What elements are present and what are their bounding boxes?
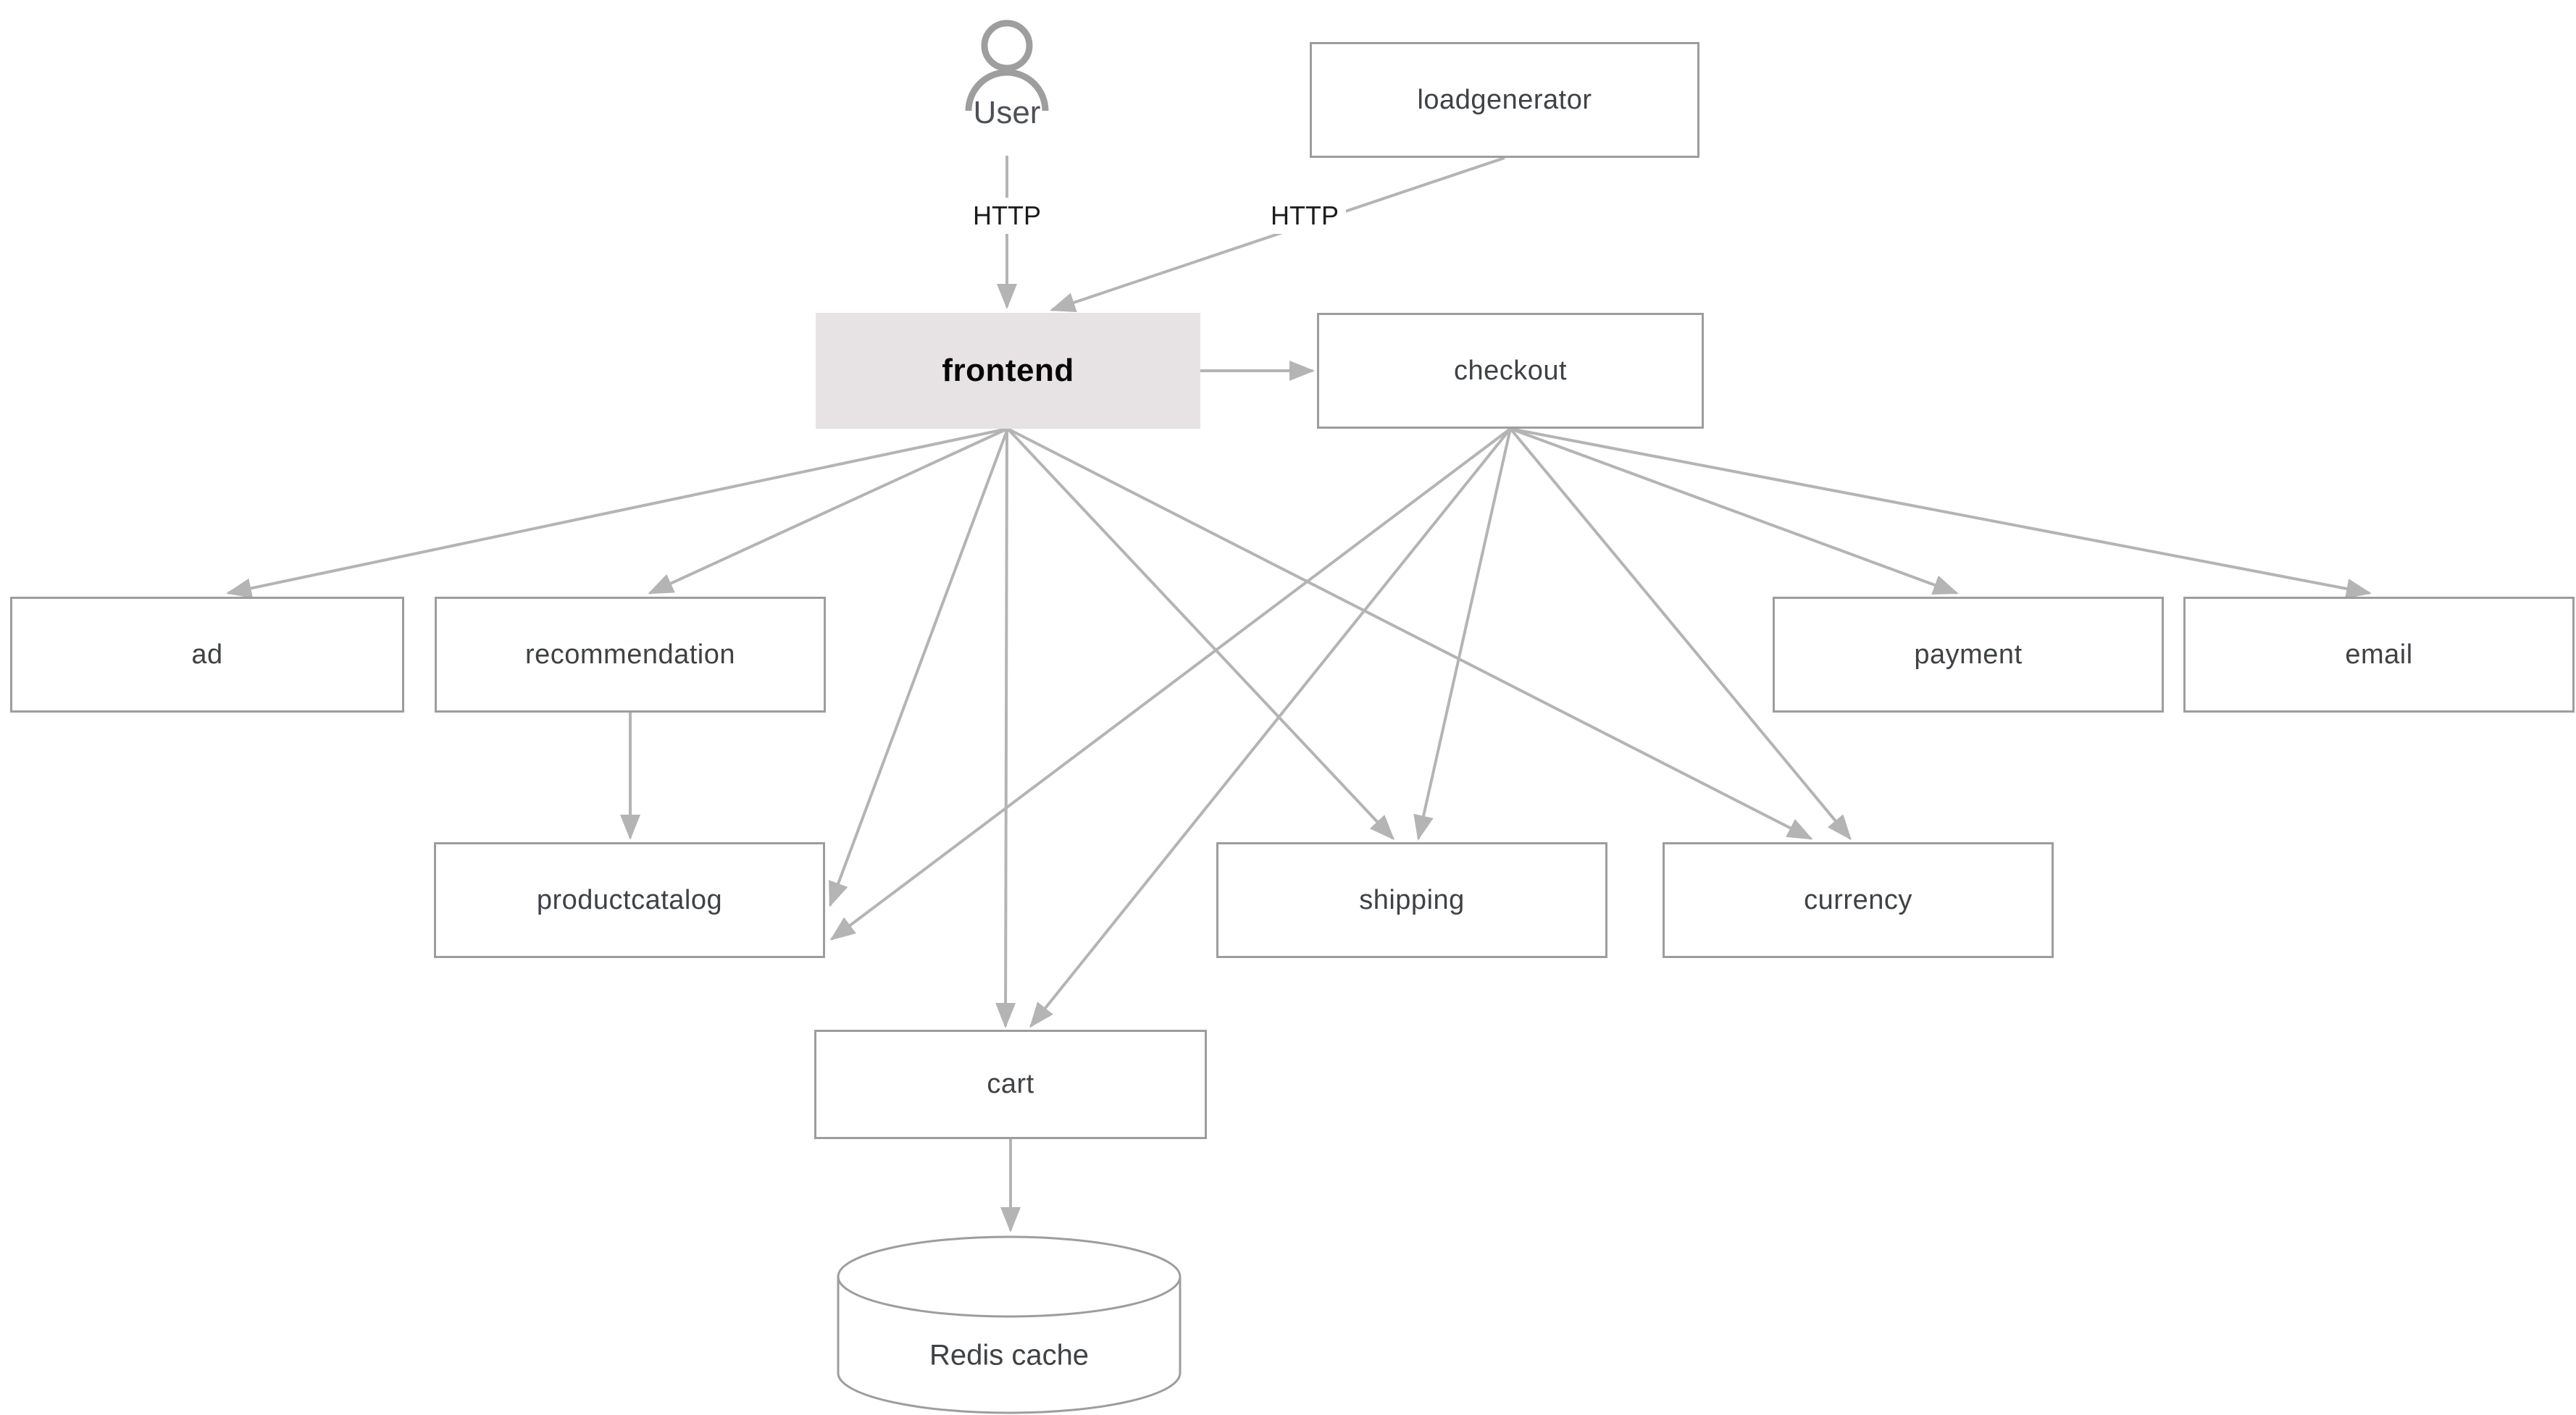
- node-payment[interactable]: payment: [1773, 597, 2164, 713]
- edge-label-loadgenerator-http: HTTP: [1263, 198, 1346, 234]
- node-cart-label: cart: [987, 1069, 1034, 1099]
- edge-frontend-shipping: [1006, 427, 1395, 841]
- node-email-label: email: [2345, 639, 2413, 670]
- edge-frontend-cart: [995, 428, 1016, 1028]
- node-frontend-label: frontend: [942, 353, 1074, 388]
- node-recommendation-label: recommendation: [524, 639, 736, 670]
- edge-frontend-ad: [226, 427, 1008, 599]
- edge-checkout-productcatalog: [829, 427, 1512, 941]
- node-email[interactable]: email: [2183, 597, 2575, 713]
- edge-frontend-currency: [1007, 427, 1813, 840]
- edge-label-user-http: HTTP: [966, 198, 1048, 234]
- node-currency[interactable]: currency: [1663, 842, 2054, 958]
- edge-checkout-shipping: [1413, 428, 1512, 841]
- node-loadgenerator-label: loadgenerator: [1417, 84, 1592, 115]
- node-productcatalog[interactable]: productcatalog: [434, 842, 825, 958]
- redis-label: Redis cache: [929, 1339, 1090, 1372]
- node-payment-label: payment: [1914, 639, 2023, 670]
- edge-checkout-currency: [1509, 427, 1852, 841]
- edge-checkout-email: [1510, 427, 2372, 599]
- node-loadgenerator[interactable]: loadgenerator: [1310, 42, 1699, 158]
- node-frontend[interactable]: frontend: [816, 313, 1200, 429]
- node-checkout[interactable]: checkout: [1317, 313, 1704, 429]
- edge-checkout-cart: [1029, 427, 1512, 1028]
- user-label: User: [973, 95, 1041, 130]
- node-productcatalog-label: productcatalog: [536, 884, 723, 915]
- edge-checkout-payment: [1510, 427, 1959, 595]
- edge-frontend-productcatalog: [829, 428, 1009, 907]
- node-currency-label: currency: [1804, 884, 1912, 915]
- node-ad-label: ad: [191, 639, 223, 670]
- node-recommendation[interactable]: recommendation: [435, 597, 826, 713]
- node-cart[interactable]: cart: [814, 1030, 1207, 1139]
- redis-cylinder[interactable]: [837, 1235, 1182, 1414]
- node-ad[interactable]: ad: [10, 597, 404, 713]
- edge-frontend-recommendation: [648, 427, 1008, 595]
- edge-loadgenerator-frontend: [1050, 156, 1505, 313]
- node-shipping-label: shipping: [1359, 884, 1465, 915]
- node-checkout-label: checkout: [1453, 355, 1568, 386]
- node-shipping[interactable]: shipping: [1216, 842, 1607, 958]
- user-icon: [965, 20, 1049, 112]
